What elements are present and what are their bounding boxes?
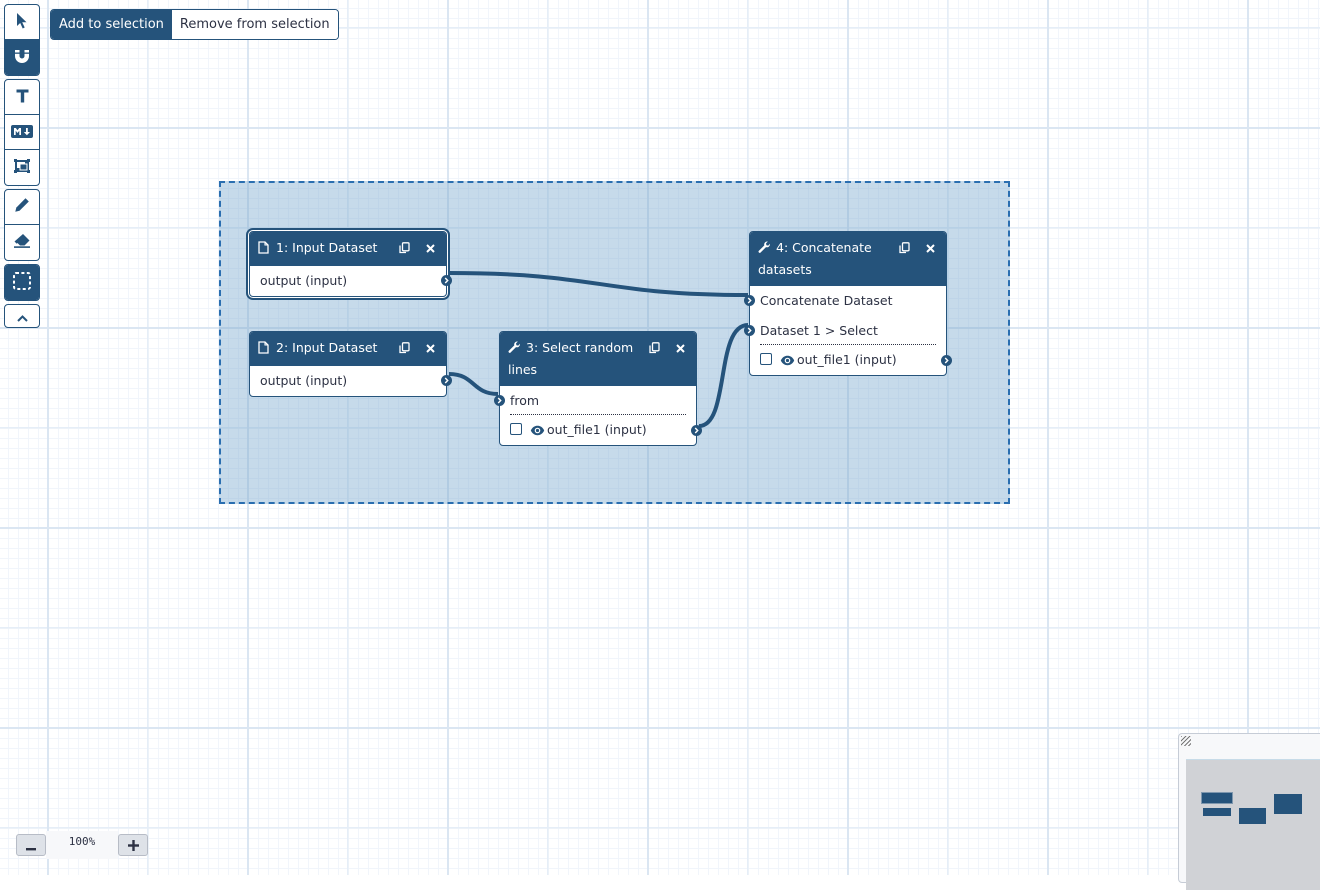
remove-from-selection-button[interactable]: Remove from selection [171,10,338,39]
node-title: 3: Select random lines [508,340,634,377]
eye-icon[interactable] [780,347,795,377]
chevron-up-icon [16,307,28,326]
close-icon[interactable] [424,238,436,258]
wrench-icon [508,340,522,360]
output-checkbox[interactable] [760,353,772,365]
input-label: Concatenate Dataset [760,293,893,308]
zoom-in-button[interactable] [118,834,148,856]
input-terminal[interactable] [744,325,755,336]
output-label: out_file1 (input) [547,422,647,437]
node-header[interactable]: 1: Input Dataset [250,232,446,266]
selection-mode-toggle: Add to selection Remove from selection [50,9,339,40]
freehand-pen-button[interactable] [5,190,39,225]
frame-annotation-button[interactable] [5,150,39,185]
minimap-node-2 [1203,808,1231,816]
input-label: Dataset 1 > Select [760,323,878,338]
workflow-node-4[interactable]: 4: Concatenate datasets Concatenate Data… [744,231,952,377]
node-title: 2: Input Dataset [276,340,378,355]
eraser-icon [13,233,31,252]
workflow-node-2[interactable]: 2: Input Dataset output (input) [249,331,452,397]
close-icon[interactable] [674,338,686,358]
zoom-out-button[interactable] [16,834,46,856]
frame-icon [13,158,31,178]
minus-icon [26,836,36,855]
toolbar-group-select [4,264,40,301]
input-terminal[interactable] [744,295,755,306]
close-icon[interactable] [424,338,436,358]
node-output[interactable]: out_file1 (input) [750,345,952,377]
output-label: output (input) [260,273,348,288]
magnet-icon [14,48,30,68]
pencil-icon [14,197,30,217]
wrench-icon [758,240,772,260]
clone-node-icon[interactable] [898,238,910,258]
toolbar-group-pointer [4,4,40,76]
clone-node-icon[interactable] [648,338,660,358]
close-icon[interactable] [924,238,936,258]
output-terminal[interactable] [441,375,452,386]
output-terminal[interactable] [691,425,702,436]
zoom-level[interactable]: 100% [46,831,118,859]
plus-icon [127,836,139,855]
node-title: 1: Input Dataset [276,240,378,255]
node-input[interactable]: Dataset 1 > Select [744,316,936,345]
dashed-square-icon [12,271,32,295]
clone-node-icon[interactable] [398,238,410,258]
node-input[interactable]: Concatenate Dataset [744,286,946,316]
output-label: output (input) [260,373,348,388]
text-t-icon [16,88,29,107]
input-terminal[interactable] [494,395,505,406]
node-header[interactable]: 2: Input Dataset [250,332,446,366]
workflow-node-3[interactable]: 3: Select random lines from out_file1 (i… [494,331,702,447]
text-annotation-button[interactable] [5,80,39,115]
minimap-viewport[interactable] [1186,759,1320,890]
minimap-node-3 [1239,808,1266,824]
output-label: out_file1 (input) [797,352,897,367]
minimap-node-4 [1274,794,1302,814]
snap-to-grid-button[interactable] [5,40,39,75]
node-output[interactable]: out_file1 (input) [500,415,702,447]
cursor-arrow-icon [16,12,28,33]
node-input[interactable]: from [494,386,686,415]
eye-icon[interactable] [530,417,545,447]
node-header[interactable]: 3: Select random lines [500,332,696,386]
node-header[interactable]: 4: Concatenate datasets [750,232,946,286]
zoom-control: 100% [16,831,148,859]
output-checkbox[interactable] [510,423,522,435]
input-label: from [510,393,540,408]
workflow-node-1[interactable]: 1: Input Dataset output (input) [249,231,452,297]
file-icon [258,340,272,360]
file-icon [258,240,272,260]
minimap[interactable] [1178,733,1320,890]
minimap-node-1 [1201,792,1233,804]
freehand-eraser-button[interactable] [5,225,39,260]
node-output[interactable]: output (input) [250,366,452,396]
pointer-tool-button[interactable] [5,5,39,40]
toolbar-group-collapse [4,304,40,328]
toolbar-group-annotations [4,79,40,186]
box-select-button[interactable] [5,265,39,300]
add-to-selection-button[interactable]: Add to selection [51,10,172,39]
markdown-icon [11,123,33,142]
node-output[interactable]: output (input) [250,266,452,296]
minimap-resize-handle[interactable] [1181,736,1191,746]
output-terminal[interactable] [941,355,952,366]
node-title: 4: Concatenate datasets [758,240,872,277]
output-terminal[interactable] [441,275,452,286]
markdown-annotation-button[interactable] [5,115,39,150]
toolbar-group-freehand [4,189,40,261]
collapse-toolbar-button[interactable] [5,305,39,327]
clone-node-icon[interactable] [398,338,410,358]
